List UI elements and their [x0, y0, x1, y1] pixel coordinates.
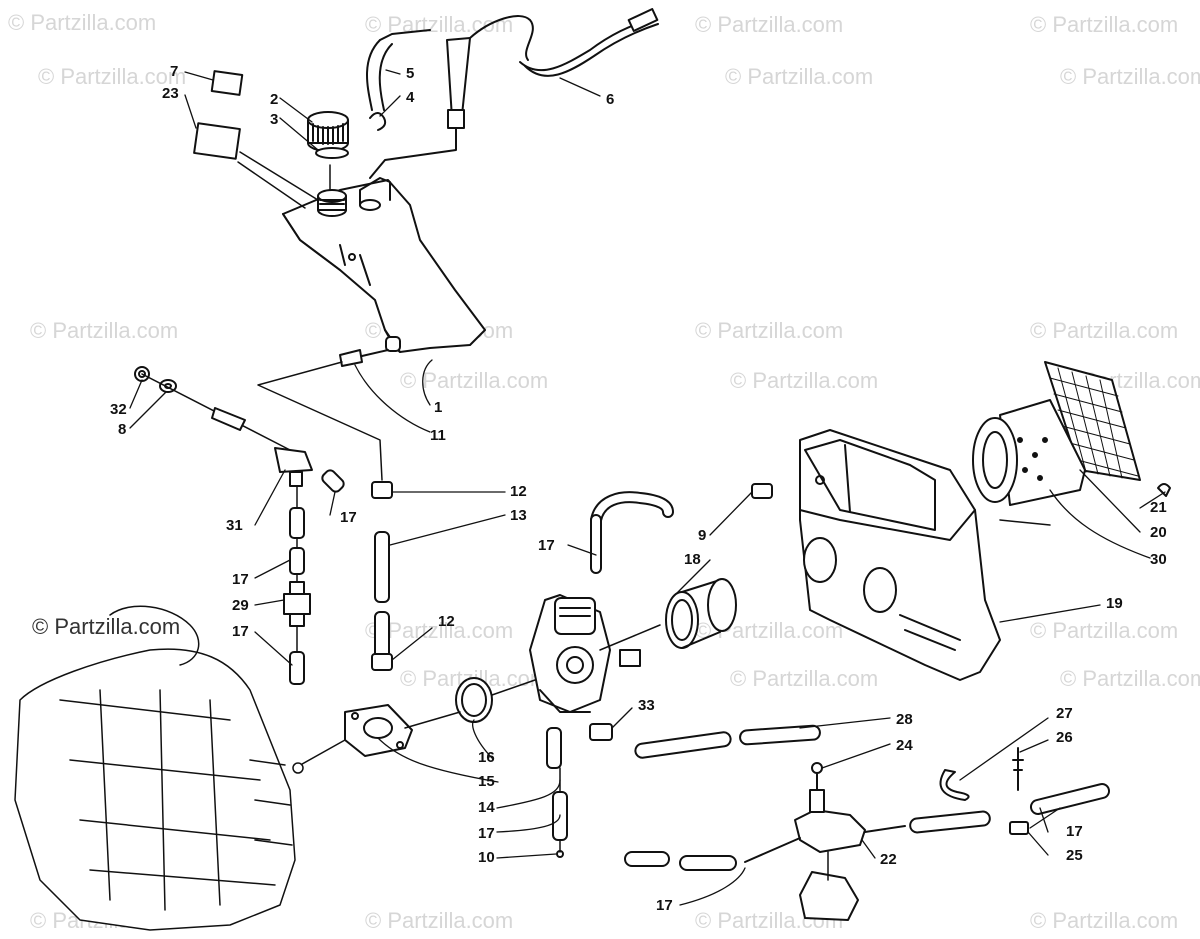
callout-17-left-1: 17 — [232, 571, 249, 588]
tank-fitting — [339, 349, 363, 367]
air-silencer — [799, 429, 1001, 681]
callout-7: 7 — [170, 63, 179, 80]
fuel-hose — [679, 855, 737, 871]
vent-hose — [366, 39, 393, 111]
callout-32: 32 — [110, 401, 127, 418]
callout-16: 16 — [478, 749, 495, 766]
callout-22: 22 — [880, 851, 897, 868]
intake-tube — [972, 399, 1086, 506]
callout-12-lower: 12 — [438, 613, 455, 630]
plug — [556, 850, 564, 858]
callout-25: 25 — [1066, 847, 1083, 864]
fuel-hose — [289, 507, 305, 539]
callout-26: 26 — [1056, 729, 1073, 746]
callout-17-carb-vent: 17 — [538, 537, 555, 554]
decal-large — [193, 122, 241, 160]
callout-2: 2 — [270, 91, 279, 108]
callout-29: 29 — [232, 597, 249, 614]
shut-off-valve — [274, 447, 313, 487]
screw — [1157, 483, 1171, 497]
fuel-filter — [283, 581, 311, 627]
pulse-hose — [739, 724, 821, 746]
callout-17-drain: 17 — [478, 825, 495, 842]
tank-cap — [307, 111, 349, 152]
callout-1: 1 — [434, 399, 443, 416]
hose-clamp — [371, 481, 393, 499]
callout-17-cap: 17 — [340, 509, 357, 526]
callout-23: 23 — [162, 85, 179, 102]
callout-15: 15 — [478, 773, 495, 790]
flame-arrestor-screen — [1044, 361, 1141, 481]
mount-bracket — [799, 871, 859, 921]
carb-clamp — [455, 677, 493, 723]
hose-clip — [589, 723, 613, 741]
carburetor — [529, 594, 641, 713]
hose-loop — [939, 769, 970, 801]
callout-17-pump: 17 — [656, 897, 673, 914]
callout-24: 24 — [896, 737, 913, 754]
tank-filler-neck — [317, 177, 391, 217]
leader-lines — [129, 69, 1166, 906]
callout-17-right: 17 — [1066, 823, 1083, 840]
callout-6: 6 — [606, 91, 615, 108]
callout-30: 30 — [1150, 551, 1167, 568]
engine — [14, 605, 304, 931]
fuel-hose — [624, 851, 670, 867]
watermark-primary: © Partzilla.com — [32, 614, 181, 639]
callout-3: 3 — [270, 111, 279, 128]
callout-12-upper: 12 — [510, 483, 527, 500]
callout-21: 21 — [1150, 499, 1167, 516]
callout-13: 13 — [510, 507, 527, 524]
drain-hose — [546, 727, 562, 769]
fuel-hose — [1029, 783, 1111, 815]
hose-cap — [321, 469, 345, 493]
callout-11: 11 — [430, 427, 446, 444]
callout-31: 31 — [226, 517, 243, 534]
callout-19: 19 — [1106, 595, 1123, 612]
callout-5: 5 — [406, 65, 415, 82]
hose-clamp — [371, 653, 393, 671]
fitting-stud — [1012, 747, 1024, 791]
fuel-hose — [289, 651, 305, 685]
callout-4: 4 — [406, 89, 415, 106]
hose-fitting — [1009, 821, 1029, 835]
hose-clamp — [369, 112, 387, 131]
decal-small — [210, 70, 244, 96]
callout-20: 20 — [1150, 524, 1167, 541]
fuel-pump — [744, 762, 906, 863]
callout-17-left-2: 17 — [232, 623, 249, 640]
fuel-hose — [909, 810, 991, 834]
fuel-hose — [289, 547, 305, 575]
callout-28: 28 — [896, 711, 913, 728]
callout-33: 33 — [638, 697, 655, 714]
oil-tank — [282, 179, 486, 353]
callout-18: 18 — [684, 551, 701, 568]
pulse-hose — [634, 731, 732, 759]
intake-flange — [344, 704, 413, 757]
callout-14: 14 — [478, 799, 495, 816]
callout-8: 8 — [118, 421, 127, 438]
hose-clip — [751, 483, 773, 499]
vent-fitting — [369, 15, 534, 179]
cap-gasket — [315, 147, 349, 159]
fuel-line — [374, 611, 390, 659]
callout-27: 27 — [1056, 705, 1073, 722]
callout-9: 9 — [698, 527, 707, 544]
fuel-line — [374, 531, 390, 603]
callout-10: 10 — [478, 849, 495, 866]
intake-boot — [665, 578, 737, 649]
